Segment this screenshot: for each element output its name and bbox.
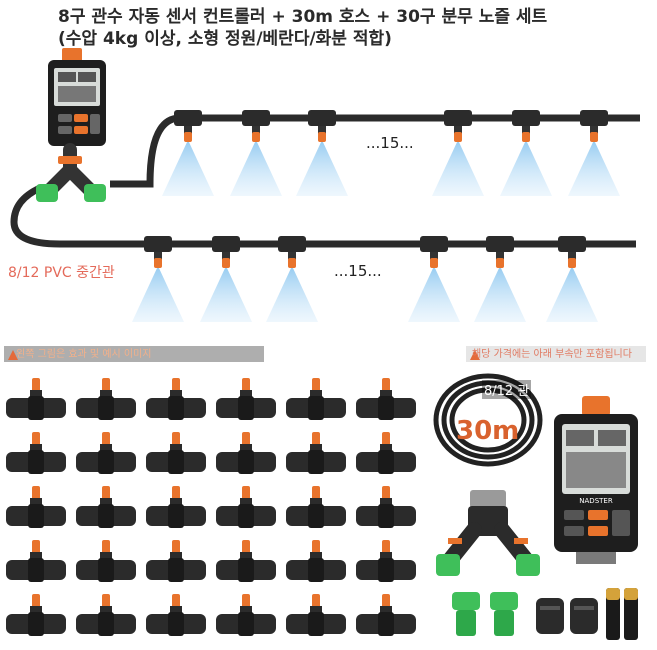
mist-nozzle [546,236,598,322]
tee-nozzle-part [146,432,206,474]
title-line-1: 8구 관수 자동 센서 컨트롤러 + 30m 호스 + 30구 분무 노즐 세트 [58,7,548,27]
banner-left-text: 왼쪽 그림은 효과 및 예시 이미지 [16,349,152,360]
mist-nozzle [132,236,184,322]
mist-nozzle [162,110,214,196]
tee-nozzle-part [76,540,136,582]
tee-nozzle-part [286,432,346,474]
tee-nozzle-part [216,540,276,582]
tee-nozzle-part [76,594,136,636]
tee-nozzle-part [286,540,346,582]
tee-nozzle-part [216,378,276,420]
tee-nozzle-part [286,486,346,528]
spray-row-bottom [132,236,598,322]
pvc-pipe-label: 8/12 PVC 중간관 [8,265,115,281]
tee-nozzle-part [216,486,276,528]
tee-nozzle-part [6,486,66,528]
tee-nozzle-part [216,432,276,474]
mist-nozzle [474,236,526,322]
mist-nozzle [500,110,552,196]
ellipsis-top: ...15... [366,134,414,152]
tee-nozzle-part [76,486,136,528]
tee-nozzle-part [216,594,276,636]
tee-nozzle-part [6,594,66,636]
tee-nozzle-part [356,432,416,474]
tee-nozzle-part [6,432,66,474]
hose-size-label: 8/12 관 [482,380,532,399]
mist-nozzle [432,110,484,196]
title-line-2: (수압 4kg 이상, 소형 정원/베란다/화분 적합) [58,29,392,49]
tee-nozzle-part [146,540,206,582]
brand-label: NADSTER [579,497,613,505]
nozzle-grid [6,378,416,636]
tee-nozzle-part [356,594,416,636]
timer-controller-part: NADSTER [554,396,638,564]
tee-nozzle-part [286,594,346,636]
tee-nozzle-part [76,378,136,420]
y-splitter-top [36,143,106,202]
tee-nozzle-part [146,486,206,528]
mist-nozzle [200,236,252,322]
tee-nozzle-part [76,432,136,474]
product-title: 8구 관수 자동 센서 컨트롤러 + 30m 호스 + 30구 분무 노즐 세트… [58,6,648,50]
tee-nozzle-part [146,594,206,636]
mist-nozzle [408,236,460,322]
tee-nozzle-part [6,540,66,582]
mist-nozzle [296,110,348,196]
tee-nozzle-part [146,378,206,420]
tee-nozzle-part [356,378,416,420]
tee-nozzle-part [356,540,416,582]
tee-nozzle-part [286,378,346,420]
hose-line-bottom [10,184,636,248]
tee-nozzle-part [6,378,66,420]
ellipsis-bottom: ...15... [334,262,382,280]
banner-right-text: 해당 가격에는 아래 부속만 포함됩니다 [472,349,632,360]
mist-nozzle [266,236,318,322]
contents-banner [4,346,646,362]
mist-nozzle [568,110,620,196]
timer-controller-top [48,48,106,146]
tee-nozzle-part [356,486,416,528]
hose-length-label: 30m [456,416,520,446]
mist-nozzle [230,110,282,196]
spray-row-top [162,110,620,196]
